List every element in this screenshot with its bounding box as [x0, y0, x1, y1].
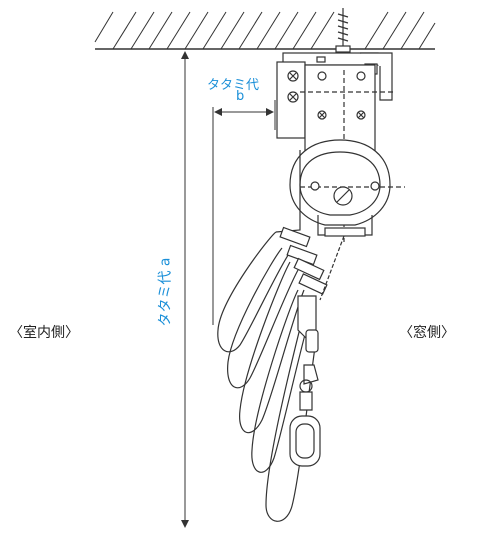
- cord-hardware: [289, 235, 345, 467]
- ceiling: [94, 11, 436, 50]
- head-box: [289, 64, 405, 242]
- window-side-label: 〈窓側〉: [399, 325, 455, 341]
- blind-slats: [217, 150, 328, 522]
- fold-width-b-letter: b: [236, 89, 245, 104]
- fold-width-b-label: タタミ代: [207, 78, 260, 93]
- mounting-screw: [335, 8, 351, 53]
- mounting-bracket: [276, 52, 393, 139]
- fold-width-a-label: タタミ代 a: [157, 257, 174, 327]
- dimension-b: [212, 100, 276, 325]
- indoor-side-label: 〈室内側〉: [9, 325, 79, 341]
